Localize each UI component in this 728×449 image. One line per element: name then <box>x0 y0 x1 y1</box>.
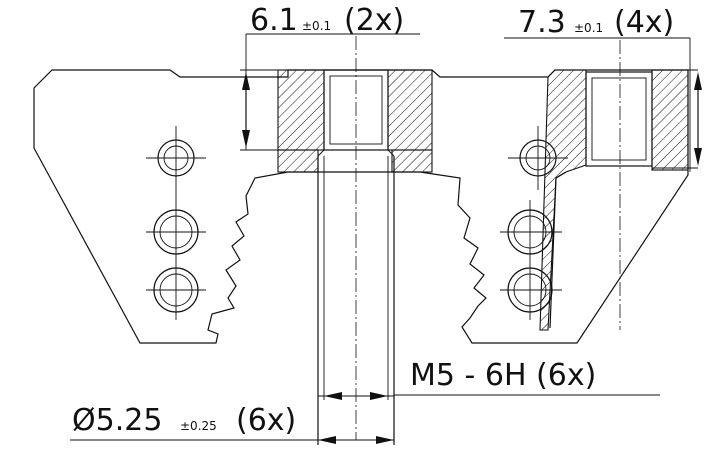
counterbore-depth-count: (2x) <box>344 3 404 38</box>
left-counterbore-section <box>277 69 433 173</box>
bore-diameter-tolerance: ±0.25 <box>180 419 217 433</box>
bore-lines <box>317 156 395 445</box>
counterbore-depth-tolerance: ±0.1 <box>302 19 331 33</box>
thread-depth-count: (4x) <box>614 5 674 40</box>
dimension-counterbore-depth <box>240 33 420 151</box>
thread-spec: M5 - 6H (6x) <box>410 358 596 393</box>
thread-depth-value: 7.3 <box>518 5 566 40</box>
centerlines <box>355 36 621 440</box>
thread-callout-leader <box>318 392 660 400</box>
left-holes <box>146 126 206 320</box>
bore-diameter-leader <box>70 436 394 444</box>
part-outline <box>33 69 689 344</box>
bore-diameter-value: Ø5.25 <box>72 403 162 438</box>
right-holes <box>500 126 568 320</box>
bore-diameter-count: (6x) <box>236 403 296 438</box>
counterbore-depth-value: 6.1 <box>250 3 298 38</box>
thread-depth-tolerance: ±0.1 <box>574 21 603 35</box>
right-thread-section <box>539 69 689 331</box>
dimension-thread-depth <box>504 37 702 172</box>
